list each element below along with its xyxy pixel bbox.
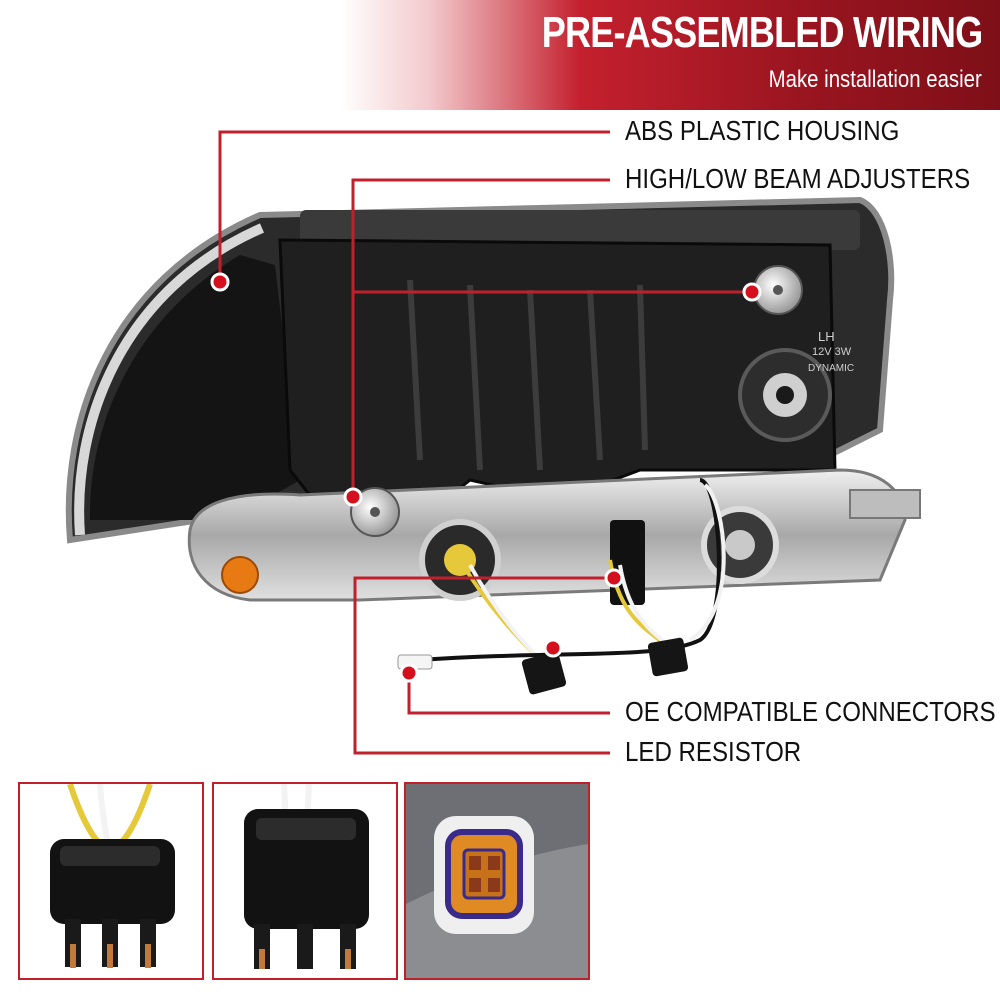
callout-resistor: LED RESISTOR bbox=[625, 736, 802, 767]
spec-label: 12V 3W bbox=[812, 346, 852, 358]
connector-plug-1 bbox=[521, 651, 567, 695]
housing-ribs bbox=[407, 279, 648, 471]
callout-dots bbox=[210, 272, 762, 683]
callout-housing: ABS PLASTIC HOUSING bbox=[625, 115, 900, 146]
leader-lines bbox=[218, 130, 752, 755]
side-label: LH bbox=[818, 329, 835, 344]
callout-connectors: OE COMPATIBLE CONNECTORS bbox=[625, 696, 996, 727]
callout-adjusters: HIGH/LOW BEAM ADJUSTERS bbox=[625, 163, 971, 194]
brand-label: DYNAMIC bbox=[808, 363, 855, 374]
headlight-product-image bbox=[65, 130, 921, 755]
detail-plug-side bbox=[18, 782, 204, 980]
chrome-rim bbox=[74, 223, 265, 536]
banner-title: PRE-ASSEMBLED WIRING bbox=[541, 8, 982, 57]
detail-plug-front bbox=[212, 782, 398, 980]
mount-tab bbox=[849, 489, 921, 519]
lens-side bbox=[89, 255, 300, 520]
connector-plug-2 bbox=[647, 637, 689, 677]
amber-marker bbox=[221, 556, 259, 594]
banner-subtitle: Make installation easier bbox=[768, 66, 982, 93]
header-banner: PRE-ASSEMBLED WIRING Make installation e… bbox=[0, 0, 1000, 110]
detail-resistor-connector bbox=[404, 782, 590, 980]
